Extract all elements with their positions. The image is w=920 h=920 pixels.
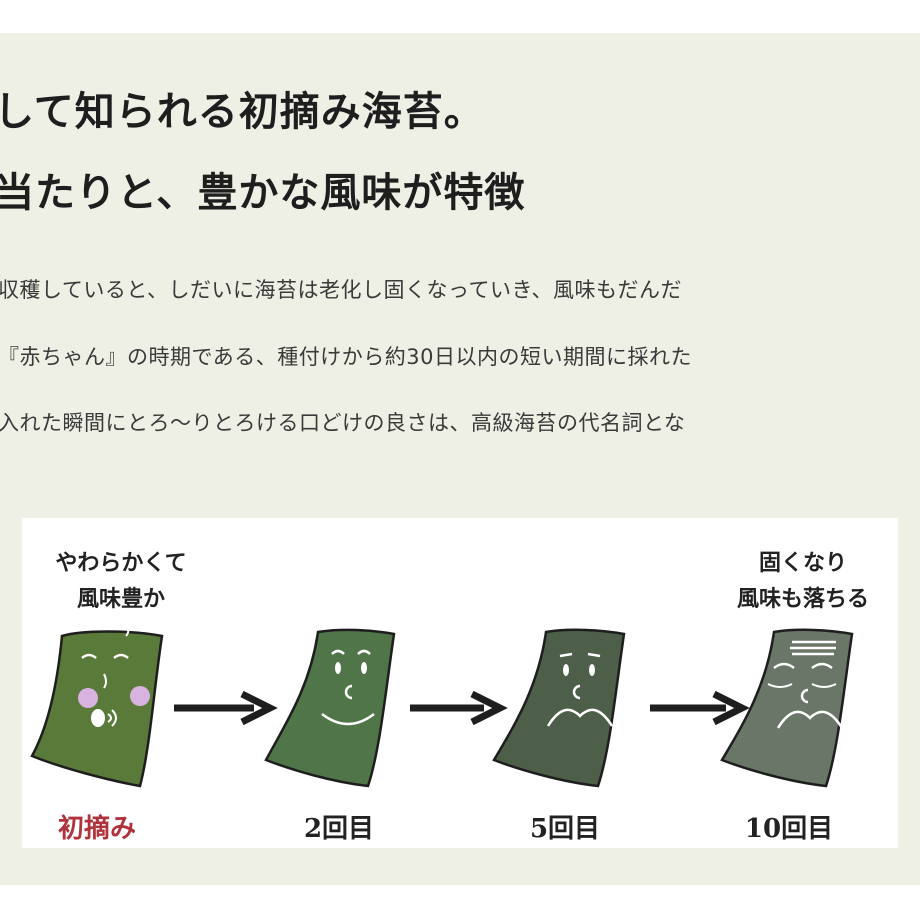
stage-label-first-harvest: 初摘み bbox=[57, 814, 136, 844]
headline-line-1: して知られる初摘み海苔。 bbox=[0, 88, 485, 135]
body-text-line-3: 入れた瞬間にとろ〜りとろける口どけの良さは、高級海苔の代名詞とな bbox=[0, 411, 686, 435]
content-panel: して知られる初摘み海苔。 当たりと、豊かな風味が特徴 収穫していると、しだいに海… bbox=[0, 33, 920, 885]
headline-line-2: 当たりと、豊かな風味が特徴 bbox=[0, 169, 526, 216]
arrow-1 bbox=[174, 690, 278, 726]
arrow-2 bbox=[410, 690, 508, 726]
stage-label-tenth: 10回目 bbox=[744, 814, 834, 844]
nori-sheet-fifth bbox=[492, 628, 626, 788]
arrow-3 bbox=[650, 690, 750, 726]
body-text-line-2: 『赤ちゃん』の時期である、種付けから約30日以内の短い期間に採れた bbox=[0, 345, 693, 369]
nori-aging-illustration: やわらかくて 風味豊か 固くなり 風味も落ちる 初摘み 2回目 5回目 10回目 bbox=[22, 518, 898, 848]
caption-soft-rich-flavor-line-1: やわらかくて bbox=[55, 550, 187, 576]
nori-stages-graphic bbox=[30, 610, 854, 788]
nori-sheet-first-harvest bbox=[30, 610, 164, 788]
caption-hard-flavor-drops-line-1: 固くなり bbox=[758, 550, 847, 576]
nori-sheet-second bbox=[264, 628, 396, 788]
caption-soft-rich-flavor-line-2: 風味豊か bbox=[76, 586, 165, 612]
stage-label-second: 2回目 bbox=[303, 814, 375, 844]
nori-sheet-tenth bbox=[720, 628, 854, 788]
stage-label-fifth: 5回目 bbox=[529, 814, 601, 844]
body-text-line-1: 収穫していると、しだいに海苔は老化し固くなっていき、風味もだんだ bbox=[0, 278, 683, 302]
caption-hard-flavor-drops-line-2: 風味も落ちる bbox=[736, 586, 869, 612]
